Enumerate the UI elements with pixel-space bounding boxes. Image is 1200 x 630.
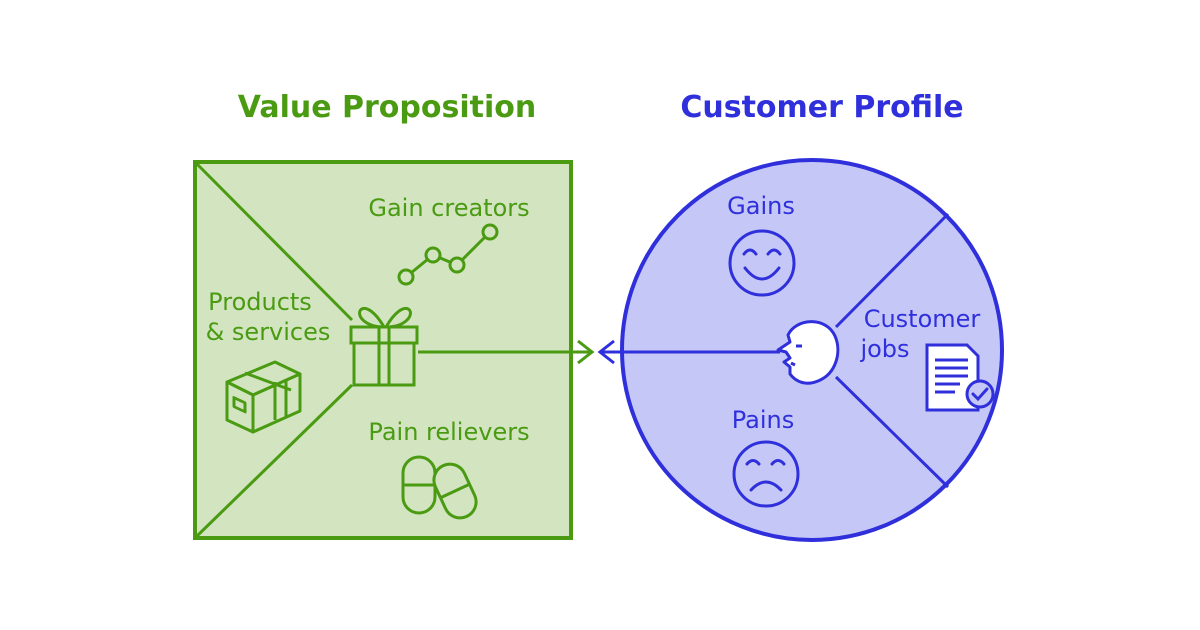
pain-relievers-label: Pain relievers: [368, 418, 529, 446]
pains-label: Pains: [732, 406, 794, 434]
value-proposition-title: Value Proposition: [238, 90, 536, 125]
value-proposition-map: Gain creators Products & services Pain r…: [193, 160, 595, 540]
customer-profile-map: Gains Customer jobs Pains: [597, 158, 1004, 542]
divider-top-right: [834, 212, 950, 329]
frown-icon: [732, 440, 800, 508]
customer-jobs-label-line2: jobs: [859, 335, 909, 363]
arrow-right-icon: [577, 339, 595, 365]
products-label-line2: & services: [206, 318, 331, 346]
products-label-line1: Products: [208, 288, 312, 316]
divider-bottom-right: [834, 375, 950, 489]
arrow-left-icon: [597, 339, 615, 365]
gift-icon: [349, 306, 419, 387]
customer-profile-title: Customer Profile: [680, 90, 963, 125]
pills-icon: [401, 455, 478, 520]
line-chart-icon: [397, 223, 499, 286]
document-check-icon: [925, 343, 995, 412]
divider-top-left: [195, 162, 354, 322]
box-icon: [225, 360, 302, 434]
gains-label: Gains: [727, 192, 795, 220]
customer-jobs-label-line1: Customer: [864, 305, 981, 333]
face-profile-icon: [776, 320, 840, 385]
divider-bottom-left: [195, 383, 354, 538]
smile-icon: [728, 229, 796, 297]
gain-creators-label: Gain creators: [368, 194, 529, 222]
